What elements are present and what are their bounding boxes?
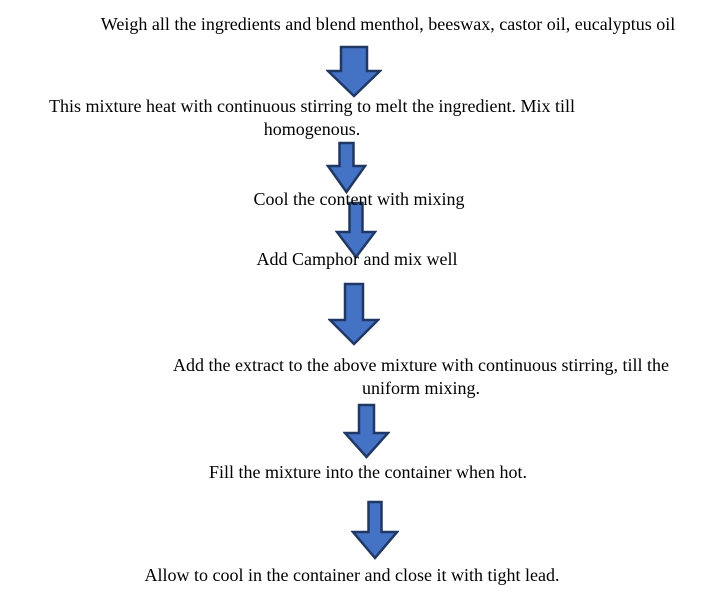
step-4-line: Add Camphor and mix well bbox=[256, 249, 458, 269]
down-arrow-icon-1 bbox=[326, 45, 382, 98]
step-1-text: Weigh all the ingredients and blend ment… bbox=[101, 13, 675, 36]
step-4-text: Add Camphor and mix well bbox=[257, 248, 458, 271]
step-7-line: Allow to cool in the container and close… bbox=[144, 565, 560, 585]
step-2-line: This mixture heat with continuous stirri… bbox=[49, 96, 575, 116]
step-5-line: uniform mixing. bbox=[362, 378, 480, 398]
down-arrow-icon-3 bbox=[335, 201, 377, 259]
step-5-text: Add the extract to the above mixture wit… bbox=[173, 354, 669, 400]
down-arrow-icon-2 bbox=[326, 141, 367, 194]
step-6-line: Fill the mixture into the container when… bbox=[209, 462, 527, 482]
down-arrow-icon-6 bbox=[351, 500, 399, 560]
down-arrow-icon-4 bbox=[328, 282, 380, 346]
step-5-line: Add the extract to the above mixture wit… bbox=[173, 355, 669, 375]
step-3-line: Cool the content with mixing bbox=[253, 189, 465, 209]
step-2-line: homogenous. bbox=[263, 119, 361, 139]
down-arrow-icon-5 bbox=[343, 403, 390, 459]
step-6-text: Fill the mixture into the container when… bbox=[209, 461, 527, 484]
step-1-line: Weigh all the ingredients and blend ment… bbox=[100, 14, 676, 34]
step-2-text: This mixture heat with continuous stirri… bbox=[49, 95, 575, 141]
step-7-text: Allow to cool in the container and close… bbox=[145, 564, 560, 587]
step-3-text: Cool the content with mixing bbox=[254, 188, 465, 211]
